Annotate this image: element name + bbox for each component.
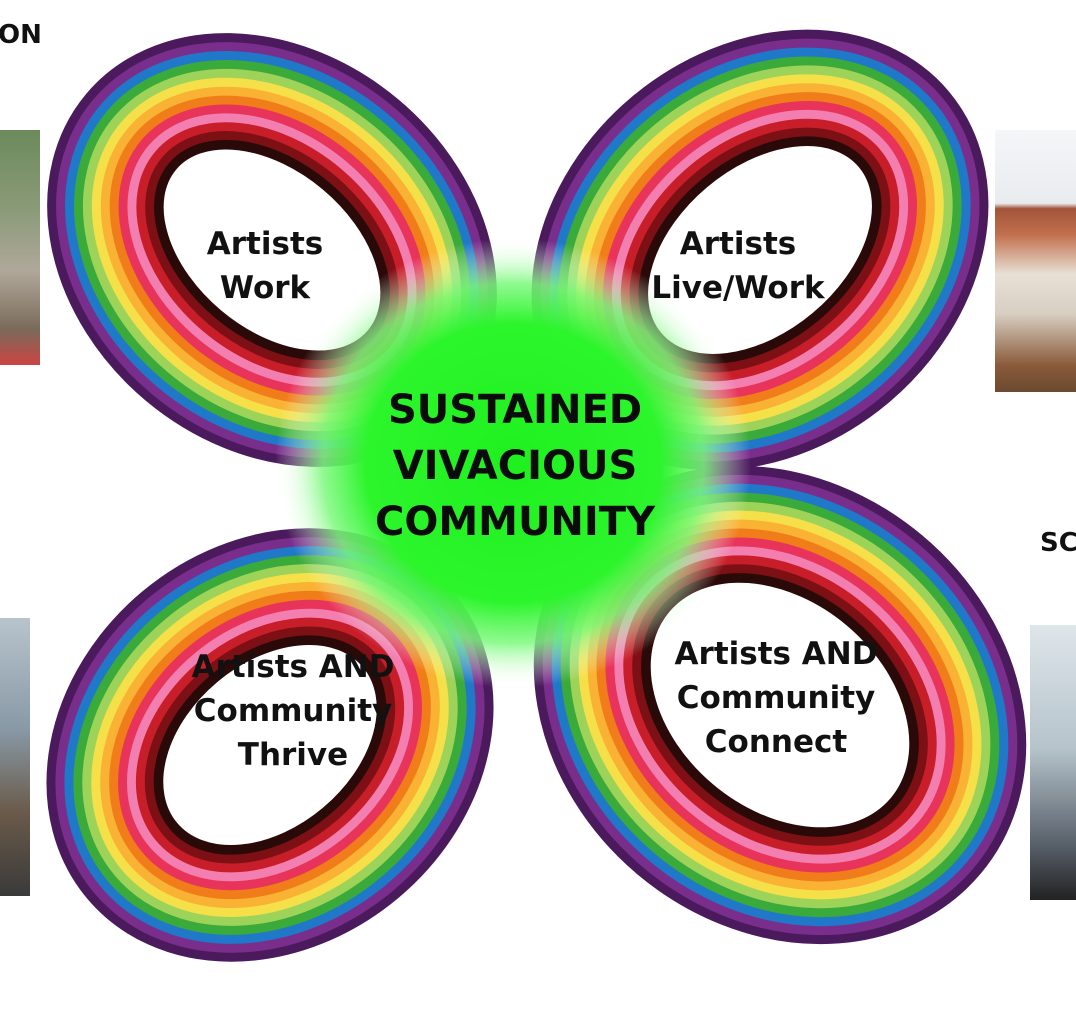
corner-label-top-left: ON (0, 20, 42, 50)
petal-label-artists-community-thrive: Artists AND Community Thrive (192, 645, 395, 777)
center-line: SUSTAINED (387, 387, 643, 433)
loop-bottom-left (46, 528, 494, 962)
petal-label-artists-live-work: Artists Live/Work (651, 222, 824, 310)
ribbon-band (153, 635, 387, 855)
petal-line: Artists (206, 226, 324, 262)
petal-line: Community (193, 693, 393, 729)
petal-line: Live/Work (651, 270, 825, 306)
storefront-photo (0, 618, 30, 896)
sidewalk-photo (1030, 625, 1076, 900)
center-line: VIVACIOUS (392, 443, 638, 489)
petal-line: Connect (704, 724, 848, 760)
petal-line: Community (676, 680, 876, 716)
petal-label-artists-work: Artists Work (207, 222, 323, 310)
petal-line: Artists (679, 226, 797, 262)
street-scene-photo (0, 130, 40, 365)
ribbon-band (144, 626, 396, 864)
center-glow (275, 238, 751, 688)
center-line: COMMUNITY (374, 499, 656, 545)
building-facade-photo (995, 130, 1076, 392)
petal-label-artists-community-connect: Artists AND Community Connect (675, 632, 878, 764)
petal-line: Artists AND (674, 636, 878, 672)
ribbon-band (135, 617, 405, 873)
petal-line: Work (219, 270, 311, 306)
petal-line: Artists AND (191, 649, 395, 685)
corner-label-right: SC (1040, 528, 1076, 558)
center-title: SUSTAINED VIVACIOUS COMMUNITY (375, 382, 655, 550)
petal-line: Thrive (237, 737, 349, 773)
